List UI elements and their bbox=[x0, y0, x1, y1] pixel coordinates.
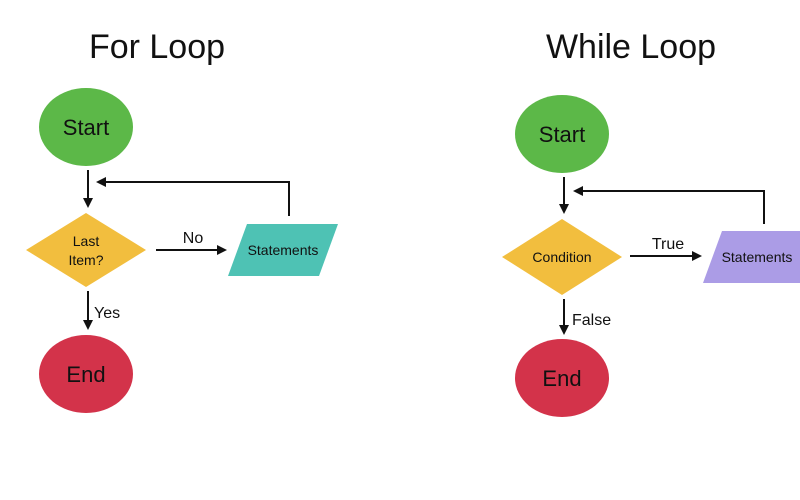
for-statements-label: Statements bbox=[248, 242, 319, 258]
while-true-label: True bbox=[652, 236, 684, 253]
while-statements-node bbox=[703, 231, 800, 283]
for-start-label: Start bbox=[63, 115, 109, 140]
while-loop-diagram: While Loop Start Condition True Statemen… bbox=[502, 28, 800, 417]
for-decision-node bbox=[26, 213, 146, 287]
for-end-label: End bbox=[66, 362, 105, 387]
while-decision-node bbox=[502, 219, 622, 295]
while-decision-label: Condition bbox=[532, 249, 591, 265]
while-loop-back-arrow bbox=[573, 186, 765, 224]
for-decision-label-line2: Item? bbox=[68, 252, 103, 268]
while-end-label: End bbox=[542, 366, 581, 391]
for-decision-label-line1: Last bbox=[73, 233, 100, 249]
for-no-label: No bbox=[183, 230, 204, 247]
while-statements-label: Statements bbox=[722, 249, 793, 265]
while-false-label: False bbox=[572, 312, 611, 329]
for-loop-title: For Loop bbox=[89, 28, 225, 66]
for-yes-label: Yes bbox=[94, 305, 120, 322]
for-loop-diagram: For Loop Start Last Item? No Statements … bbox=[26, 28, 338, 413]
while-loop-title: While Loop bbox=[546, 28, 716, 66]
while-start-node bbox=[515, 95, 609, 173]
for-statements-node bbox=[228, 224, 338, 276]
for-end-node bbox=[39, 335, 133, 413]
for-start-node bbox=[39, 88, 133, 166]
while-start-label: Start bbox=[539, 122, 585, 147]
for-loop-back-arrow bbox=[96, 177, 290, 216]
while-end-node bbox=[515, 339, 609, 417]
